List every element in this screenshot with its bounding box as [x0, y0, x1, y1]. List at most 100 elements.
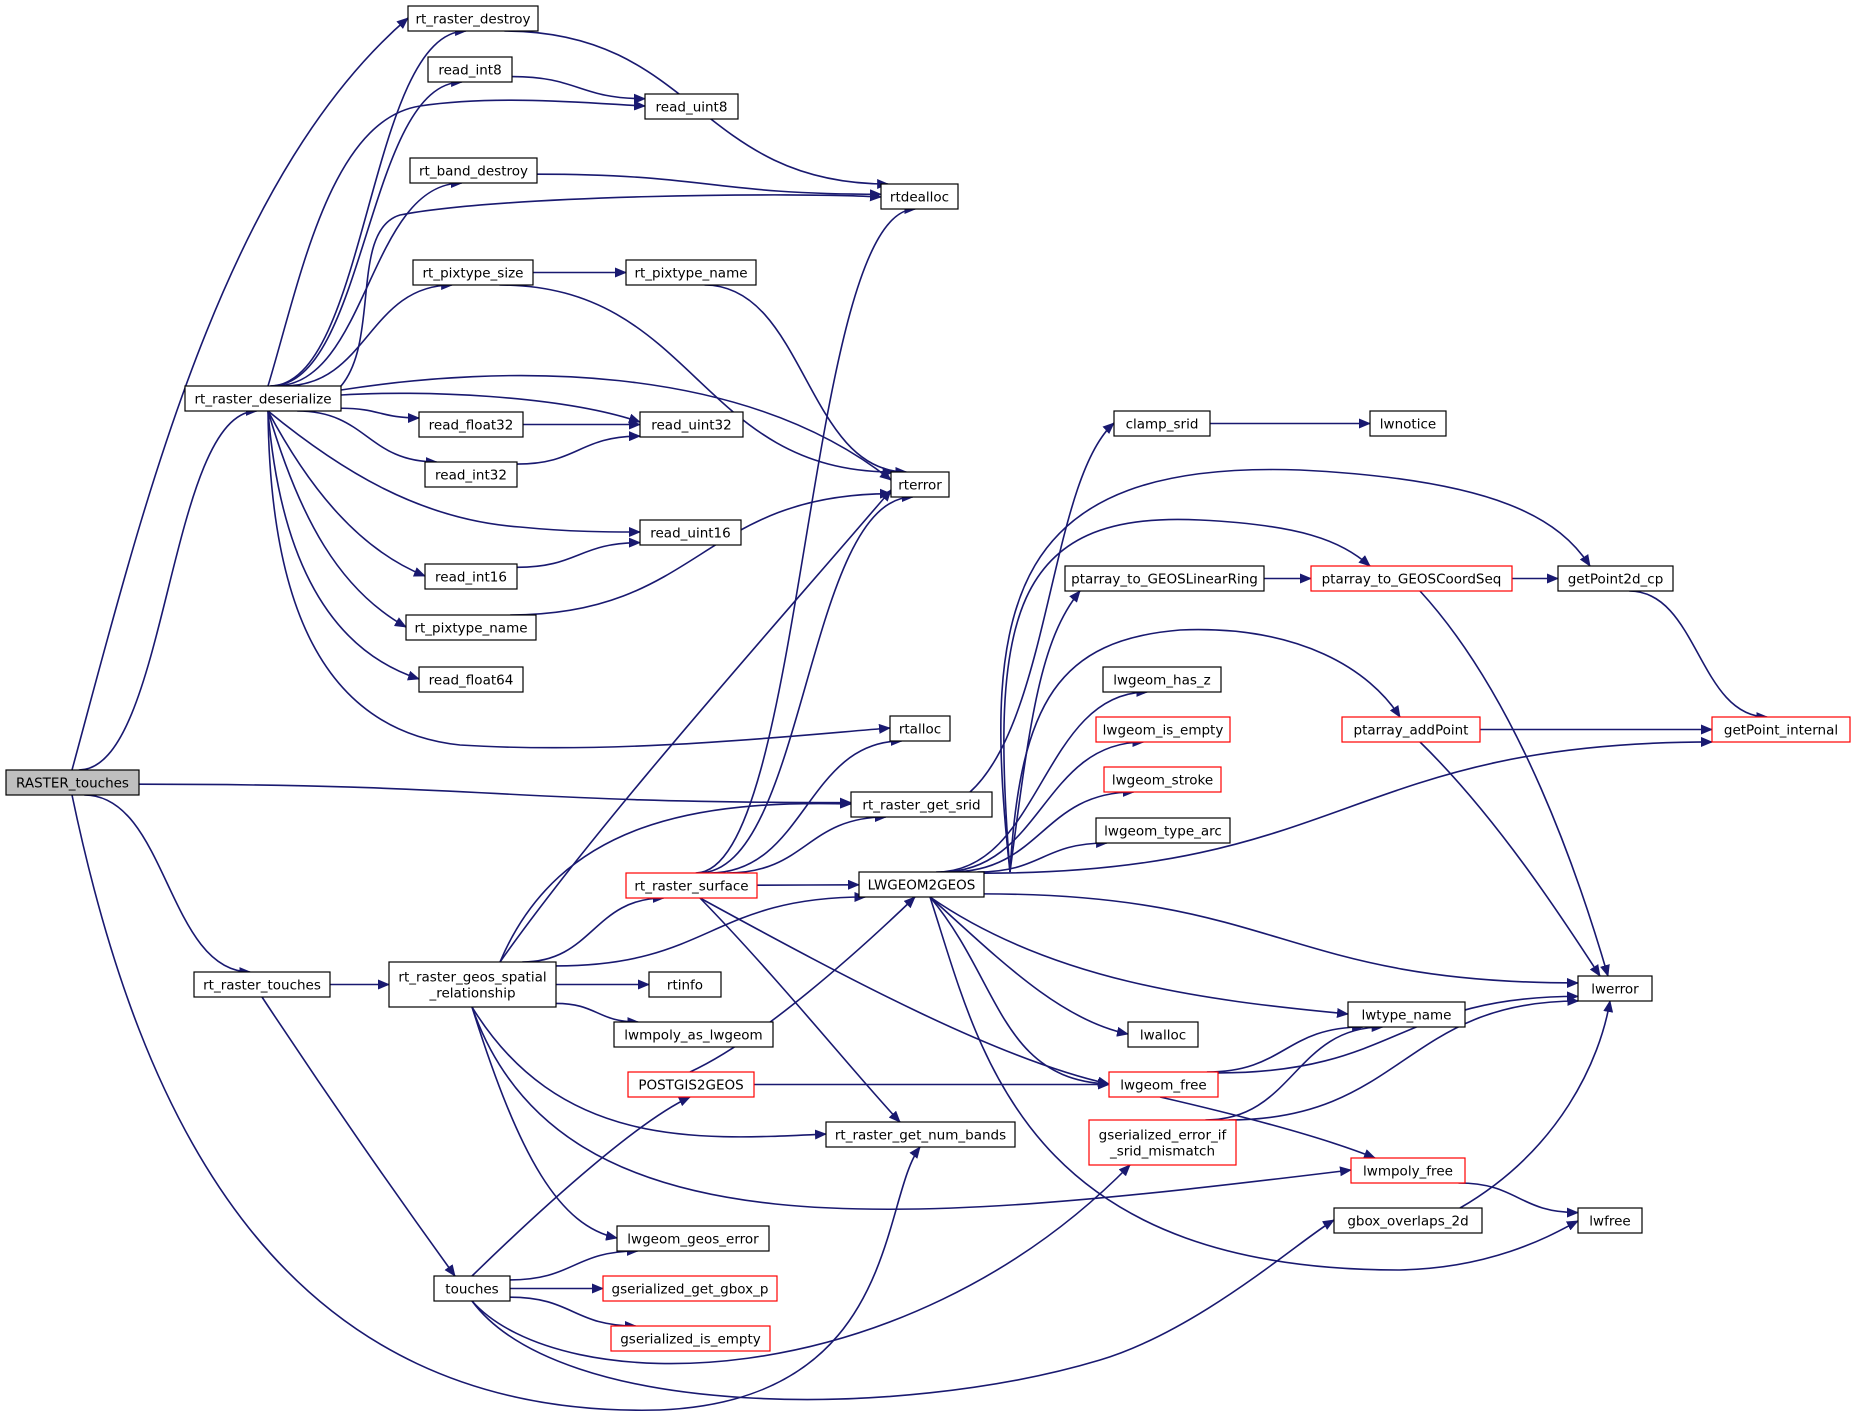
node-rt_raster_destroy[interactable]: rt_raster_destroy — [407, 5, 539, 32]
node-read_int16[interactable]: read_int16 — [424, 563, 518, 590]
node-box[interactable] — [1088, 1119, 1237, 1166]
node-box[interactable] — [1108, 1071, 1219, 1098]
node-box[interactable] — [418, 666, 524, 693]
node-read_uint16[interactable]: read_uint16 — [639, 519, 742, 546]
node-read_float64[interactable]: read_float64 — [418, 666, 524, 693]
node-box[interactable] — [1711, 716, 1851, 743]
node-clamp_srid[interactable]: clamp_srid — [1113, 410, 1211, 437]
node-box[interactable] — [625, 872, 758, 899]
node-gserialized_is_empty[interactable]: gserialized_is_empty — [610, 1325, 771, 1352]
node-box[interactable] — [1333, 1207, 1483, 1234]
node-box[interactable] — [1577, 1207, 1643, 1234]
node-lwmpoly_as_lwgeom[interactable]: lwmpoly_as_lwgeom — [613, 1021, 774, 1048]
node-lwtype_name[interactable]: lwtype_name — [1347, 1001, 1466, 1028]
node-rtdealloc[interactable]: rtdealloc — [880, 183, 959, 210]
node-rtinfo[interactable]: rtinfo — [648, 971, 722, 998]
node-gbox_overlaps_2d[interactable]: gbox_overlaps_2d — [1333, 1207, 1483, 1234]
node-getPoint2d_cp[interactable]: getPoint2d_cp — [1557, 565, 1674, 592]
node-box[interactable] — [639, 519, 742, 546]
node-rtalloc[interactable]: rtalloc — [889, 715, 951, 742]
node-read_int8[interactable]: read_int8 — [427, 56, 513, 83]
node-POSTGIS2GEOS[interactable]: POSTGIS2GEOS — [627, 1071, 755, 1098]
node-rt_raster_geos_spatial_relationship[interactable]: rt_raster_geos_spatial_relationship — [388, 961, 557, 1008]
node-gserialized_error_if_srid_mismatch[interactable]: gserialized_error_if_srid_mismatch — [1088, 1119, 1237, 1166]
node-read_uint8[interactable]: read_uint8 — [644, 93, 739, 120]
node-rt_pixtype_size[interactable]: rt_pixtype_size — [412, 259, 534, 286]
node-box[interactable] — [418, 411, 524, 438]
node-ptarray_to_GEOSCoordSeq[interactable]: ptarray_to_GEOSCoordSeq — [1310, 565, 1513, 592]
node-box[interactable] — [602, 1275, 778, 1302]
node-box[interactable] — [889, 715, 951, 742]
node-box[interactable] — [616, 1225, 770, 1252]
node-box[interactable] — [880, 183, 959, 210]
node-read_float32[interactable]: read_float32 — [418, 411, 524, 438]
node-ptarray_addPoint[interactable]: ptarray_addPoint — [1341, 716, 1481, 743]
node-lwgeom_geos_error[interactable]: lwgeom_geos_error — [616, 1225, 770, 1252]
node-box[interactable] — [890, 471, 950, 498]
node-box[interactable] — [409, 157, 538, 184]
node-box[interactable] — [193, 971, 331, 998]
node-box[interactable] — [1095, 817, 1231, 844]
node-box[interactable] — [1103, 766, 1222, 793]
node-rt_pixtype_name_2[interactable]: rt_pixtype_name — [405, 614, 537, 641]
node-lwgeom_is_empty[interactable]: lwgeom_is_empty — [1095, 716, 1231, 743]
node-touches[interactable]: touches — [433, 1275, 511, 1302]
node-lwfree[interactable]: lwfree — [1577, 1207, 1643, 1234]
node-box[interactable] — [639, 411, 744, 438]
node-box[interactable] — [825, 1121, 1016, 1148]
node-box[interactable] — [5, 769, 140, 796]
node-rt_raster_deserialize[interactable]: rt_raster_deserialize — [184, 385, 342, 412]
node-lwgeom_has_z[interactable]: lwgeom_has_z — [1102, 666, 1222, 693]
node-read_int32[interactable]: read_int32 — [424, 461, 518, 488]
node-box[interactable] — [407, 5, 539, 32]
node-box[interactable] — [388, 961, 557, 1008]
node-box[interactable] — [644, 93, 739, 120]
node-lwmpoly_free[interactable]: lwmpoly_free — [1350, 1157, 1466, 1184]
node-lwgeom_free[interactable]: lwgeom_free — [1108, 1071, 1219, 1098]
node-rt_raster_get_num_bands[interactable]: rt_raster_get_num_bands — [825, 1121, 1016, 1148]
node-box[interactable] — [1064, 565, 1265, 592]
node-box[interactable] — [433, 1275, 511, 1302]
node-rterror[interactable]: rterror — [890, 471, 950, 498]
node-box[interactable] — [610, 1325, 771, 1352]
node-box[interactable] — [625, 259, 757, 286]
node-box[interactable] — [1127, 1021, 1199, 1048]
node-rt_pixtype_name_1[interactable]: rt_pixtype_name — [625, 259, 757, 286]
node-box[interactable] — [427, 56, 513, 83]
node-box[interactable] — [1557, 565, 1674, 592]
node-read_uint32[interactable]: read_uint32 — [639, 411, 744, 438]
node-box[interactable] — [1369, 410, 1447, 437]
node-lwalloc[interactable]: lwalloc — [1127, 1021, 1199, 1048]
node-box[interactable] — [405, 614, 537, 641]
node-box[interactable] — [1347, 1001, 1466, 1028]
node-box[interactable] — [858, 871, 985, 898]
node-box[interactable] — [850, 791, 993, 818]
node-rt_raster_touches[interactable]: rt_raster_touches — [193, 971, 331, 998]
node-lwnotice[interactable]: lwnotice — [1369, 410, 1447, 437]
node-RASTER_touches[interactable]: RASTER_touches — [5, 769, 140, 796]
node-gserialized_get_gbox_p[interactable]: gserialized_get_gbox_p — [602, 1275, 778, 1302]
node-box[interactable] — [613, 1021, 774, 1048]
node-box[interactable] — [1310, 565, 1513, 592]
node-box[interactable] — [627, 1071, 755, 1098]
node-box[interactable] — [1341, 716, 1481, 743]
node-box[interactable] — [1095, 716, 1231, 743]
node-lwgeom_type_arc[interactable]: lwgeom_type_arc — [1095, 817, 1231, 844]
node-rt_band_destroy[interactable]: rt_band_destroy — [409, 157, 538, 184]
node-box[interactable] — [1113, 410, 1211, 437]
node-box[interactable] — [424, 461, 518, 488]
node-rt_raster_get_srid[interactable]: rt_raster_get_srid — [850, 791, 993, 818]
node-LWGEOM2GEOS[interactable]: LWGEOM2GEOS — [858, 871, 985, 898]
node-ptarray_to_GEOSLinearRing[interactable]: ptarray_to_GEOSLinearRing — [1064, 565, 1265, 592]
node-box[interactable] — [412, 259, 534, 286]
node-getPoint_internal[interactable]: getPoint_internal — [1711, 716, 1851, 743]
node-lwerror[interactable]: lwerror — [1577, 975, 1653, 1002]
node-rt_raster_surface[interactable]: rt_raster_surface — [625, 872, 758, 899]
node-box[interactable] — [1350, 1157, 1466, 1184]
node-box[interactable] — [1577, 975, 1653, 1002]
node-box[interactable] — [424, 563, 518, 590]
node-box[interactable] — [184, 385, 342, 412]
node-box[interactable] — [1102, 666, 1222, 693]
node-box[interactable] — [648, 971, 722, 998]
node-lwgeom_stroke[interactable]: lwgeom_stroke — [1103, 766, 1222, 793]
